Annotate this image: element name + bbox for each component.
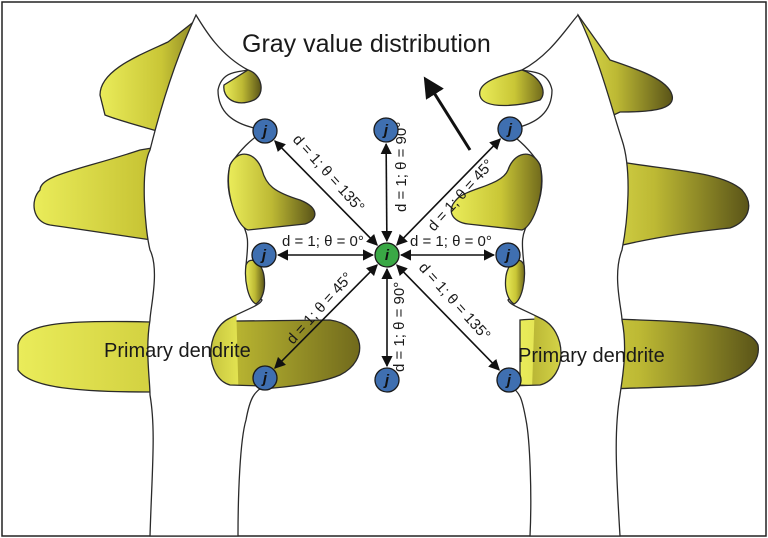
neighbor-node-down-right-label: j (505, 372, 512, 389)
neighbor-node-down-left-label: j (261, 370, 268, 387)
neighbor-node-up-right-circle (497, 116, 523, 142)
pixel-nodes: j j j j j j j j i (251, 116, 523, 393)
neighbor-node-down-circle (374, 367, 400, 393)
neighbor-node-up-right-label: j (506, 121, 513, 138)
gray-distribution-title: Gray value distribution (242, 30, 491, 58)
neighbor-node-up-circle (373, 117, 399, 143)
neighbor-node-down-left: j (252, 365, 278, 391)
neighbor-node-left: j (251, 242, 277, 268)
arrow-down-left (274, 264, 378, 369)
neighbor-node-right-label: j (504, 247, 511, 264)
neighbor-node-left-circle (251, 242, 277, 268)
label-left-0: d = 1; θ = 0° (282, 233, 364, 250)
arrow-down-right (395, 264, 501, 371)
neighbor-node-right-circle (495, 242, 521, 268)
neighbor-node-right: j (495, 242, 521, 268)
arrow-up (380, 142, 393, 243)
center-node-circle (374, 242, 400, 268)
neighbor-arrows (274, 138, 502, 371)
neighbor-node-down-label: j (383, 372, 390, 389)
neighbor-node-down-right-circle (496, 367, 522, 393)
neighbor-node-up-left: j (252, 118, 278, 144)
neighbor-node-up: j (373, 117, 399, 143)
neighbor-node-left-label: j (260, 247, 267, 264)
right-bump-upper (479, 69, 544, 107)
arrow-up-left (274, 140, 378, 246)
left-dendrite-label: Primary dendrite (104, 340, 251, 362)
neighbor-node-up-left-label: j (261, 123, 268, 140)
right-dendrite (450, 13, 759, 537)
neighbor-node-down-right: j (496, 367, 522, 393)
arrow-up-right (395, 138, 502, 246)
neighbor-node-down: j (374, 367, 400, 393)
label-down-90: d = 1; θ = 90° (391, 282, 408, 372)
label-up-90: d = 1; θ = 90° (393, 122, 410, 212)
left-bump-upper (223, 69, 262, 104)
neighbor-node-up-right: j (497, 116, 523, 142)
neighbor-node-down-left-circle (252, 365, 278, 391)
neighbor-node-up-label: j (382, 122, 389, 139)
neighbor-node-up-left-circle (252, 118, 278, 144)
center-node-label: i (385, 247, 390, 264)
gray-distribution-arrow (423, 76, 472, 151)
right-dendrite-label: Primary dendrite (518, 345, 665, 367)
label-right-0: d = 1; θ = 0° (410, 233, 492, 250)
center-node: i (374, 242, 400, 268)
